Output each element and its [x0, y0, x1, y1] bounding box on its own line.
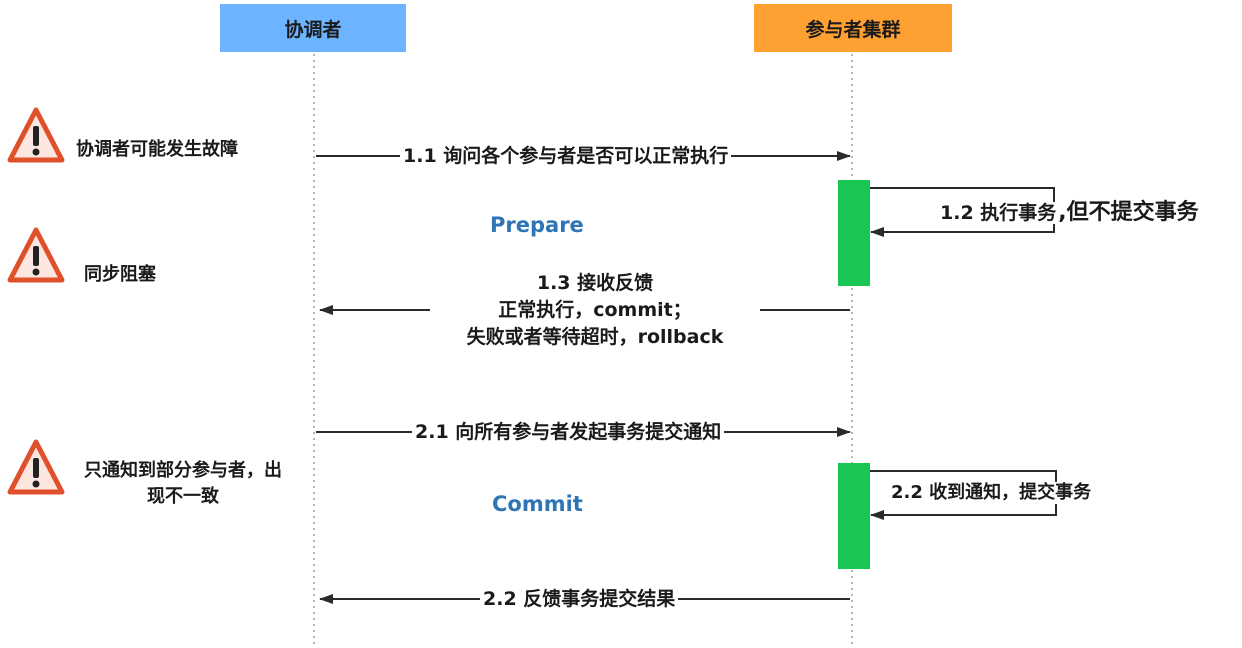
message-2-2-feedback: 2.2 反馈事务提交结果 [480, 588, 679, 611]
message-1-1: 1.1 询问各个参与者是否可以正常执行 [400, 145, 732, 168]
warning-text-line2: 现不一致 [147, 486, 219, 507]
message-1-3-line2: 正常执行，commit； [498, 299, 692, 321]
warning-triangle-icon [7, 227, 65, 283]
participants-label: 参与者集群 [805, 18, 901, 41]
message-1-3-line3: 失败或者等待超时，rollback [466, 326, 724, 348]
message-2-2: 2.2 收到通知，提交事务 [888, 482, 1095, 504]
message-1-2-part-b: ,但不提交事务 [1058, 200, 1199, 225]
warning-text-coordinator-failure: 协调者可能发生故障 [76, 139, 238, 160]
phase-prepare-label: Prepare [490, 213, 584, 237]
warning-triangle-icon [7, 439, 65, 495]
activation-bar-commit [838, 463, 870, 569]
message-2-1: 2.1 向所有参与者发起事务提交通知 [412, 421, 725, 444]
coordinator-lifeline-header: 协调者 [220, 4, 406, 52]
message-1-3-line1: 1.3 接收反馈 [536, 272, 654, 294]
warning-text-sync-blocking: 同步阻塞 [84, 264, 156, 285]
warning-text-inconsistency: 只通知到部分参与者，出 现不一致 [66, 458, 300, 510]
warning-triangle-icon [7, 107, 65, 163]
message-1-2: 1.2 执行事务,但不提交事务 [938, 200, 1199, 226]
message-1-3: 1.3 接收反馈 正常执行，commit； 失败或者等待超时，rollback [430, 270, 760, 351]
phase-commit-label: Commit [492, 492, 583, 516]
activation-bar-prepare [838, 180, 870, 286]
warning-text-line1: 只通知到部分参与者，出 [84, 460, 282, 481]
coordinator-label: 协调者 [284, 18, 342, 41]
participants-lifeline-header: 参与者集群 [754, 4, 952, 52]
message-1-2-part-a: 1.2 执行事务 [938, 202, 1059, 224]
